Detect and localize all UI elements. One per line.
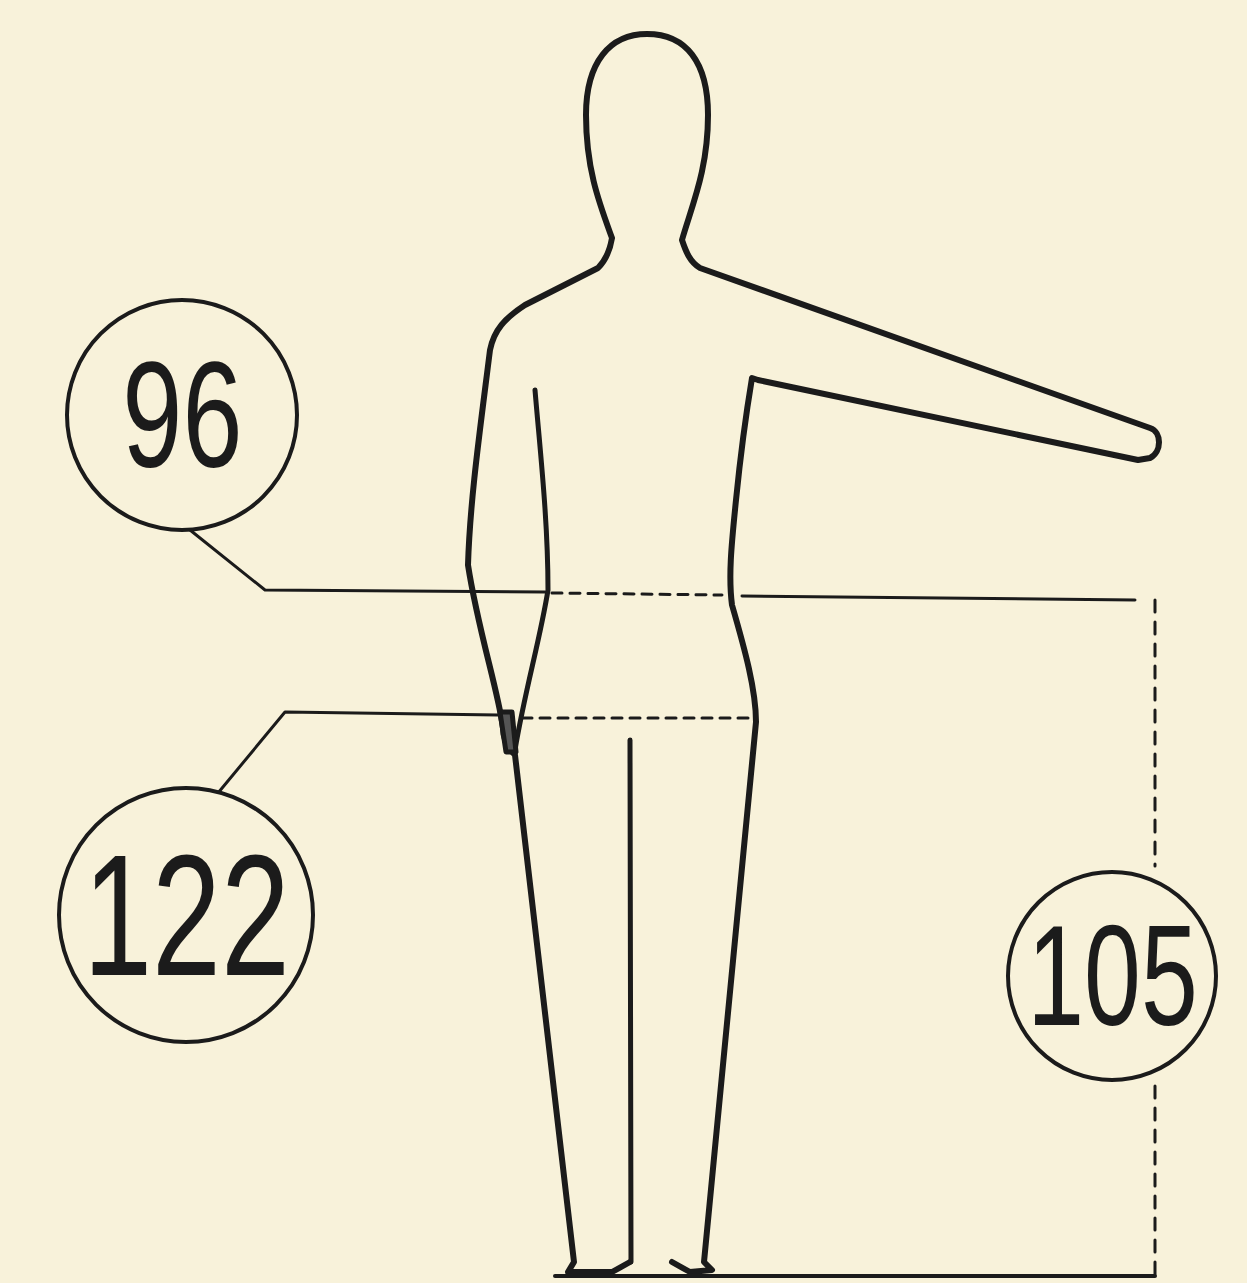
circle-shape xyxy=(1008,872,1216,1080)
ground-line xyxy=(555,1274,1155,1278)
circle-shape xyxy=(67,300,297,530)
height-dashed xyxy=(1154,600,1157,866)
leader-line xyxy=(218,712,498,793)
callout-circle: 122 xyxy=(56,785,316,1045)
hip-dashed xyxy=(522,717,752,720)
body-outline xyxy=(468,34,1159,1272)
callout-circle: 96 xyxy=(64,297,300,533)
callout-circle: 105 xyxy=(1005,869,1219,1083)
callout-number: 96 xyxy=(122,340,242,490)
circle-shape xyxy=(59,788,313,1042)
callout-number: 105 xyxy=(1027,905,1198,1047)
callout-number: 122 xyxy=(83,829,290,1001)
leader-line xyxy=(190,530,545,592)
hand xyxy=(500,712,516,752)
waist-line xyxy=(742,596,1135,600)
inner-arm xyxy=(515,390,548,750)
height-dashed xyxy=(1154,1086,1157,1276)
inner-leg xyxy=(630,740,631,1262)
waist-dashed xyxy=(552,593,722,595)
